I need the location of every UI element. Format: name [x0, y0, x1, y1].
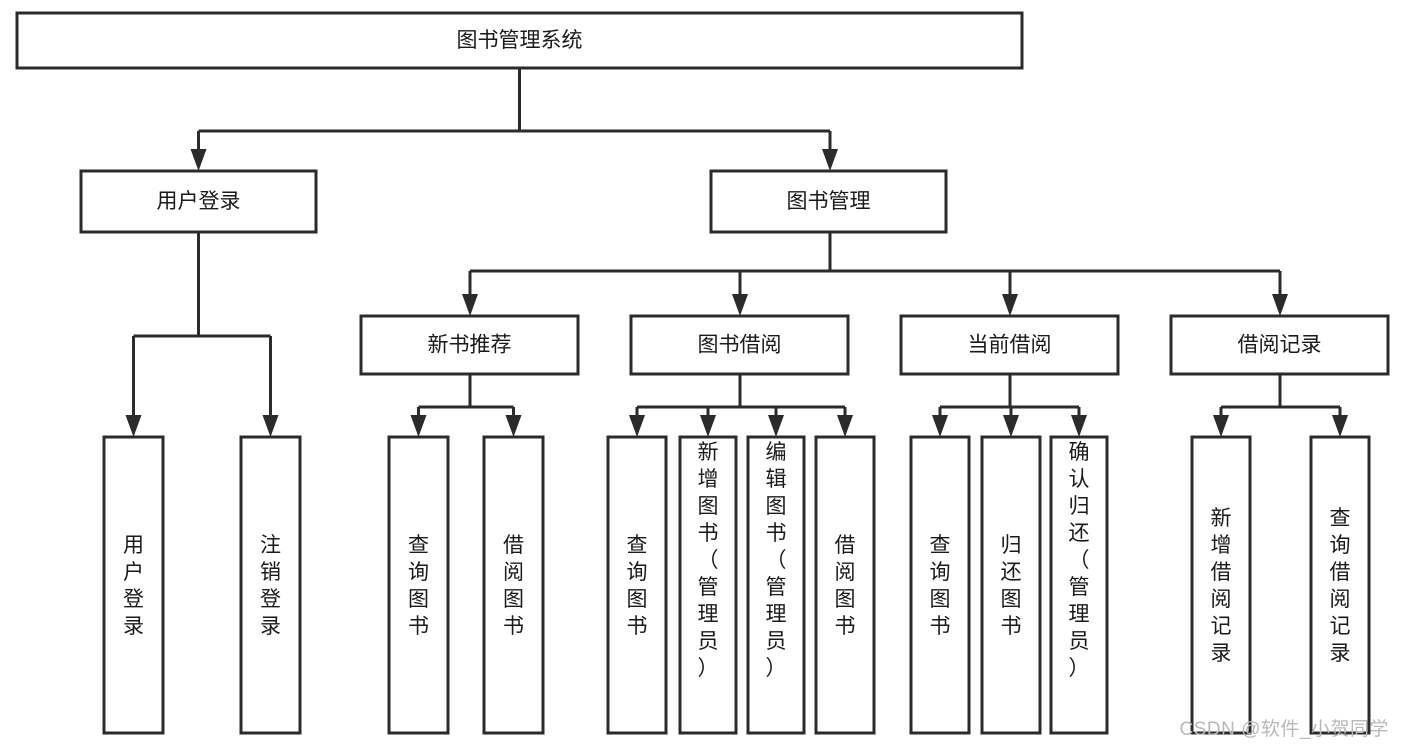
- arrow-head-layer: [125, 149, 1348, 437]
- arrow-to-book-manage: [822, 149, 838, 171]
- node-label-归还图书: 归还图书: [1001, 534, 1022, 638]
- node-label-确认归还管理员: 确认归还（管理员）: [1069, 441, 1090, 680]
- arrow-to-book-borrow: [732, 294, 748, 316]
- node-box-新增借阅记录[interactable]: [1190, 435, 1252, 735]
- node-box-查询图书[interactable]: [387, 435, 450, 735]
- node-level3-0[interactable]: 新书推荐: [359, 314, 580, 376]
- node-label-查询借阅记录: 查询借阅记录: [1330, 507, 1351, 665]
- arrow-to-user-login: [190, 149, 207, 171]
- node-box-用户登录[interactable]: [79, 169, 318, 234]
- node-leaf-9[interactable]: 归还图书: [980, 435, 1042, 735]
- node-label-用户登录: 用户登录: [123, 534, 144, 638]
- node-level2-0[interactable]: 用户登录: [79, 169, 318, 234]
- node-leaf-10[interactable]: 确认归还（管理员）: [1049, 435, 1109, 735]
- node-box-图书借阅[interactable]: [629, 314, 850, 376]
- node-box-查询图书[interactable]: [909, 435, 971, 735]
- node-leaf-5[interactable]: 新增图书（管理员）: [678, 435, 738, 735]
- node-root-0[interactable]: 图书管理系统: [15, 11, 1024, 70]
- arrow-leaf-3: [410, 415, 427, 437]
- node-box-图书管理[interactable]: [709, 169, 948, 234]
- node-leaf-11[interactable]: 新增借阅记录: [1190, 435, 1252, 735]
- node-leaf-4[interactable]: 查询图书: [606, 435, 668, 735]
- node-label-新书推荐: 新书推荐: [428, 334, 512, 357]
- node-label-注销登录: 注销登录: [260, 534, 281, 638]
- node-box-新增图书管理员[interactable]: [678, 435, 738, 735]
- node-box-当前借阅[interactable]: [899, 314, 1120, 376]
- node-label-新增借阅记录: 新增借阅记录: [1211, 507, 1232, 665]
- arrow-leaf-13: [1332, 415, 1348, 437]
- node-leaf-3[interactable]: 借阅图书: [482, 435, 545, 735]
- node-label-查询图书: 查询图书: [930, 534, 951, 638]
- arrow-to-current-borrow: [1002, 294, 1018, 316]
- node-label-编辑图书管理员: 编辑图书（管理员）: [766, 441, 787, 680]
- node-box-查询借阅记录[interactable]: [1309, 435, 1371, 735]
- node-label-借阅记录: 借阅记录: [1238, 334, 1322, 357]
- node-label-图书管理系统: 图书管理系统: [457, 29, 583, 52]
- node-box-编辑图书管理员[interactable]: [746, 435, 806, 735]
- arrow-leaf-7: [768, 415, 784, 437]
- node-label-当前借阅: 当前借阅: [968, 334, 1052, 357]
- node-level3-1[interactable]: 图书借阅: [629, 314, 850, 376]
- arrow-leaf-4: [505, 415, 522, 437]
- node-box-借阅图书[interactable]: [482, 435, 545, 735]
- arrow-leaf-5: [629, 415, 645, 437]
- arrow-leaf-12: [1213, 415, 1229, 437]
- node-level3-2[interactable]: 当前借阅: [899, 314, 1120, 376]
- node-label-图书管理: 图书管理: [787, 190, 871, 213]
- node-box-确认归还管理员[interactable]: [1049, 435, 1109, 735]
- node-label-借阅图书: 借阅图书: [835, 534, 856, 638]
- node-label-查询图书: 查询图书: [627, 534, 648, 638]
- node-label-用户登录: 用户登录: [157, 190, 241, 213]
- node-leaf-2[interactable]: 查询图书: [387, 435, 450, 735]
- node-level3-3[interactable]: 借阅记录: [1169, 314, 1390, 376]
- node-box-图书管理系统[interactable]: [15, 11, 1024, 70]
- node-box-新书推荐[interactable]: [359, 314, 580, 376]
- node-leaf-7[interactable]: 借阅图书: [814, 435, 876, 735]
- node-leaf-6[interactable]: 编辑图书（管理员）: [746, 435, 806, 735]
- node-layer: 图书管理系统用户登录图书管理新书推荐图书借阅当前借阅借阅记录用户登录注销登录查询…: [15, 11, 1390, 735]
- node-box-借阅图书[interactable]: [814, 435, 876, 735]
- arrow-leaf-1: [125, 415, 142, 437]
- node-level2-1[interactable]: 图书管理: [709, 169, 948, 234]
- node-box-用户登录[interactable]: [102, 435, 165, 735]
- arrow-to-new-book: [462, 294, 478, 316]
- node-label-图书借阅: 图书借阅: [698, 334, 782, 357]
- arrow-leaf-9: [932, 415, 948, 437]
- arrow-leaf-11: [1071, 415, 1087, 437]
- node-label-借阅图书: 借阅图书: [503, 534, 524, 638]
- node-box-注销登录[interactable]: [239, 435, 302, 735]
- arrow-leaf-6: [700, 415, 716, 437]
- node-label-查询图书: 查询图书: [408, 534, 429, 638]
- node-box-归还图书[interactable]: [980, 435, 1042, 735]
- node-leaf-1[interactable]: 注销登录: [239, 435, 302, 735]
- node-box-借阅记录[interactable]: [1169, 314, 1390, 376]
- arrow-leaf-10: [1003, 415, 1019, 437]
- node-leaf-0[interactable]: 用户登录: [102, 435, 165, 735]
- arrow-leaf-8: [837, 415, 853, 437]
- node-leaf-8[interactable]: 查询图书: [909, 435, 971, 735]
- node-leaf-12[interactable]: 查询借阅记录: [1309, 435, 1371, 735]
- arrow-to-borrow-record: [1272, 294, 1288, 316]
- node-label-新增图书管理员: 新增图书（管理员）: [698, 441, 719, 680]
- node-box-查询图书[interactable]: [606, 435, 668, 735]
- arrow-leaf-2: [262, 415, 279, 437]
